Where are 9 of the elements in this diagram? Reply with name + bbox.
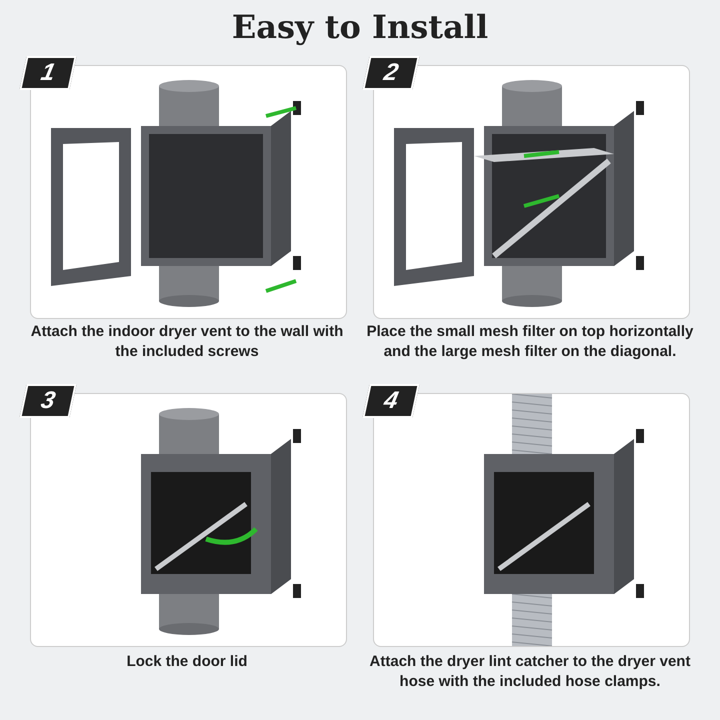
step-number: 3 — [19, 384, 77, 418]
step-caption: Lock the door lid — [126, 652, 248, 672]
step-number: 1 — [19, 56, 77, 90]
step-caption: Place the small mesh filter on top horizontally and the large mesh filter on the diagonal. — [366, 322, 694, 362]
step-caption: Attach the indoor dryer vent to the wall with the included screws — [30, 322, 344, 362]
step-caption: Attach the dryer lint catcher to the dryer vent hose with the included hose clamps. — [368, 652, 692, 692]
page-title: Easy to Install — [230, 8, 490, 46]
step-number: 4 — [362, 384, 420, 418]
step-number: 2 — [362, 56, 420, 90]
